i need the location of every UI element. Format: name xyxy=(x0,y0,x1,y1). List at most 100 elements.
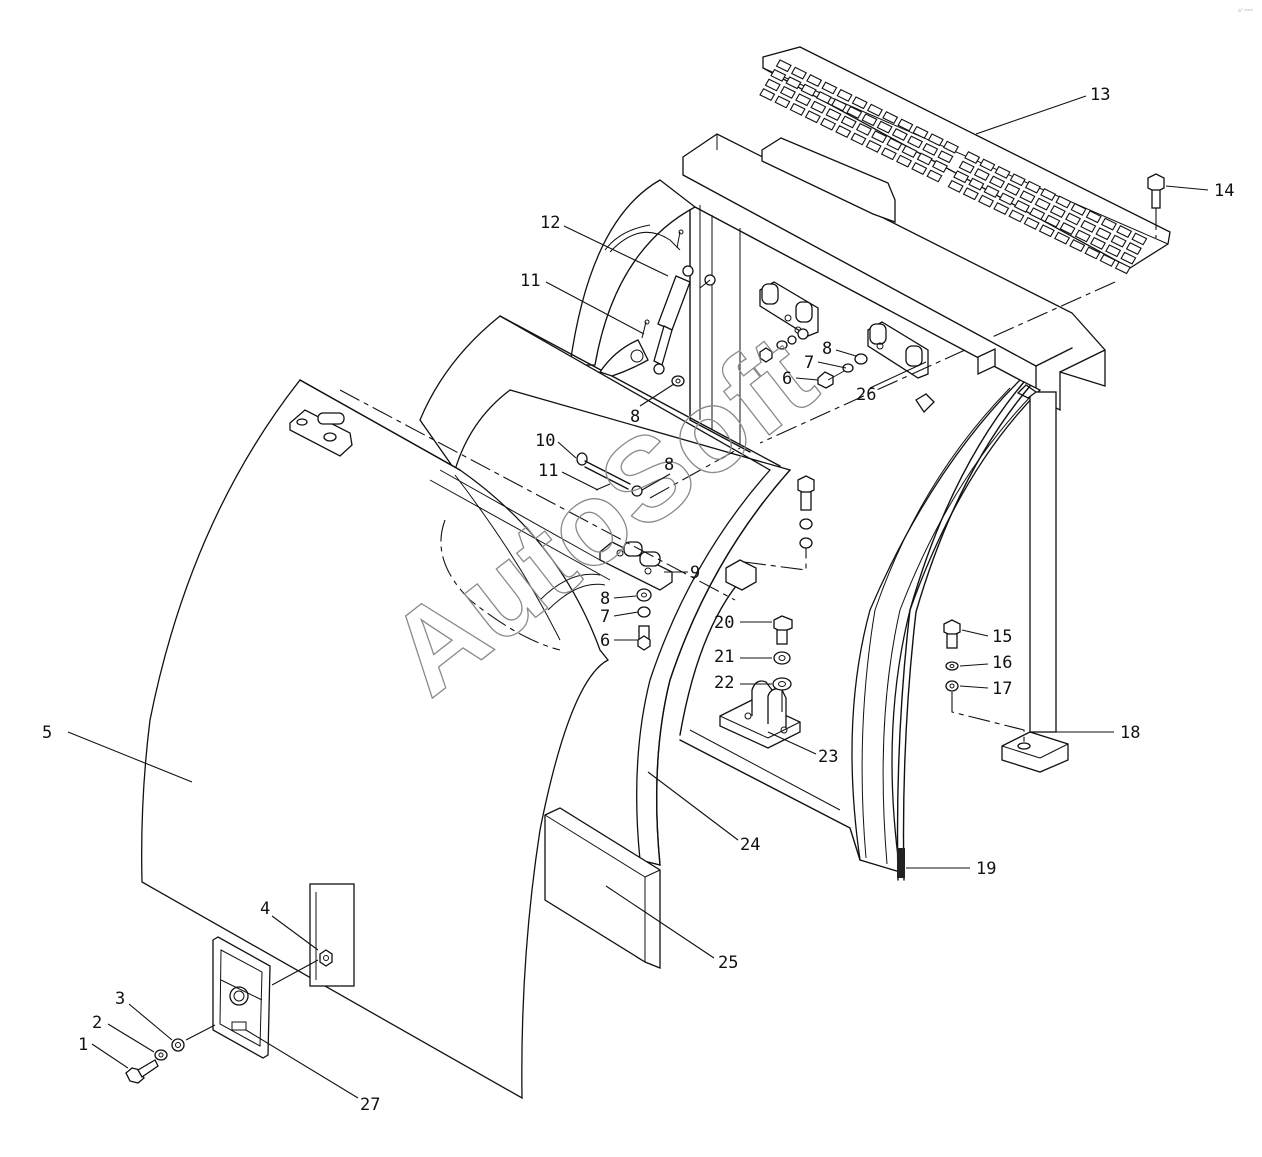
grille-slot xyxy=(931,159,948,173)
grille-slot xyxy=(871,130,888,144)
grille-slot xyxy=(1024,180,1041,194)
grille-slot xyxy=(897,118,914,132)
grille-slot xyxy=(968,177,985,191)
grille-slot xyxy=(964,151,981,165)
lower-strip xyxy=(544,807,661,969)
grille-slot xyxy=(896,154,913,168)
grille-slot xyxy=(835,125,852,139)
upper-frame xyxy=(682,133,1106,412)
grille-slot xyxy=(1085,210,1102,224)
lower-hinge xyxy=(599,541,673,591)
grille-slot xyxy=(876,120,893,134)
callout-8-lower: 8 xyxy=(600,589,610,609)
grille-slot xyxy=(886,137,903,151)
grille-slot xyxy=(810,100,827,114)
grille-slot xyxy=(1089,236,1106,250)
callout-25: 25 xyxy=(718,953,738,973)
bolt-1 xyxy=(125,1059,159,1084)
grille-slot xyxy=(831,98,848,112)
grille-slot xyxy=(836,88,853,102)
grille-slot xyxy=(850,132,867,146)
grille-slot xyxy=(927,133,944,147)
grille-slot xyxy=(785,76,802,90)
grille-slot xyxy=(825,108,842,122)
assembly-lines xyxy=(339,279,1116,742)
grille-slot xyxy=(774,95,791,109)
grille-slot xyxy=(775,59,792,73)
callout-26: 26 xyxy=(856,385,876,405)
grille-slot xyxy=(1114,261,1131,275)
callout-3: 3 xyxy=(115,989,125,1009)
washer-16 xyxy=(945,661,959,671)
callout-18: 18 xyxy=(1120,723,1140,743)
grille-slot xyxy=(764,78,781,92)
grille-slot xyxy=(806,74,823,88)
grille-slot xyxy=(1004,182,1021,196)
grille-slot xyxy=(1099,253,1116,267)
grille-slot xyxy=(1105,244,1122,258)
washer-2 xyxy=(154,1049,168,1061)
hinge-pin xyxy=(576,452,643,497)
latch-plate xyxy=(212,936,271,1059)
grille-slot xyxy=(840,115,857,129)
washer-3 xyxy=(171,1038,185,1052)
grille-slot xyxy=(1013,199,1030,213)
support-post xyxy=(1001,384,1069,773)
grille-slot xyxy=(1029,207,1046,221)
grille-slot xyxy=(851,96,868,110)
grille-slot xyxy=(1116,225,1133,239)
grille-slot xyxy=(994,165,1011,179)
grille-slot xyxy=(962,187,979,201)
grille-slot xyxy=(989,175,1006,189)
grille-slot xyxy=(795,93,812,107)
callout-8-strut: 8 xyxy=(630,407,640,427)
grille-slot xyxy=(953,170,970,184)
callout-24: 24 xyxy=(740,835,760,855)
grille-slot xyxy=(800,83,817,97)
callout-13: 13 xyxy=(1090,85,1110,105)
callout-11-pin: 11 xyxy=(538,461,558,481)
grille-slot xyxy=(882,111,899,125)
grille-slot xyxy=(1120,251,1137,265)
grille-slot xyxy=(790,66,807,80)
grille-slot xyxy=(947,179,964,193)
grille-slot xyxy=(937,150,954,164)
grille-slot xyxy=(979,158,996,172)
callout-8-upper: 8 xyxy=(822,339,832,359)
grille-slot xyxy=(922,142,939,156)
panel-hinge xyxy=(289,409,353,457)
grille-slot xyxy=(759,88,776,102)
grille-slot xyxy=(789,102,806,116)
grille-slot xyxy=(1065,212,1082,226)
grille-slot xyxy=(1040,188,1057,202)
grille-slot xyxy=(1074,229,1091,243)
callout-12: 12 xyxy=(540,213,560,233)
callout-15: 15 xyxy=(992,627,1012,647)
small-fasteners xyxy=(759,328,868,389)
grille-slot xyxy=(1100,217,1117,231)
grille-slot xyxy=(1110,234,1127,248)
edge-channel xyxy=(896,381,1031,881)
washer-17 xyxy=(945,680,959,692)
bolt-14 xyxy=(1147,173,1165,238)
grille-slot xyxy=(978,194,995,208)
grille-slot xyxy=(861,113,878,127)
grille-slot xyxy=(1054,231,1071,245)
grille-slot xyxy=(779,85,796,99)
upper-hinge-right xyxy=(867,321,929,379)
washer-22 xyxy=(772,677,792,691)
callout-21: 21 xyxy=(714,647,734,667)
grille-slot xyxy=(973,168,990,182)
callout-16: 16 xyxy=(992,653,1012,673)
grille-slot xyxy=(958,160,975,174)
grille-slot xyxy=(1131,232,1148,246)
grille-slot xyxy=(1019,190,1036,204)
grille-slot xyxy=(901,145,918,159)
arch-frame xyxy=(569,179,1042,873)
grille-slot xyxy=(804,110,821,124)
grille-slot xyxy=(815,91,832,105)
grille-slot xyxy=(770,68,787,82)
grille-slot xyxy=(1059,222,1076,236)
grille-slot xyxy=(1055,195,1072,209)
